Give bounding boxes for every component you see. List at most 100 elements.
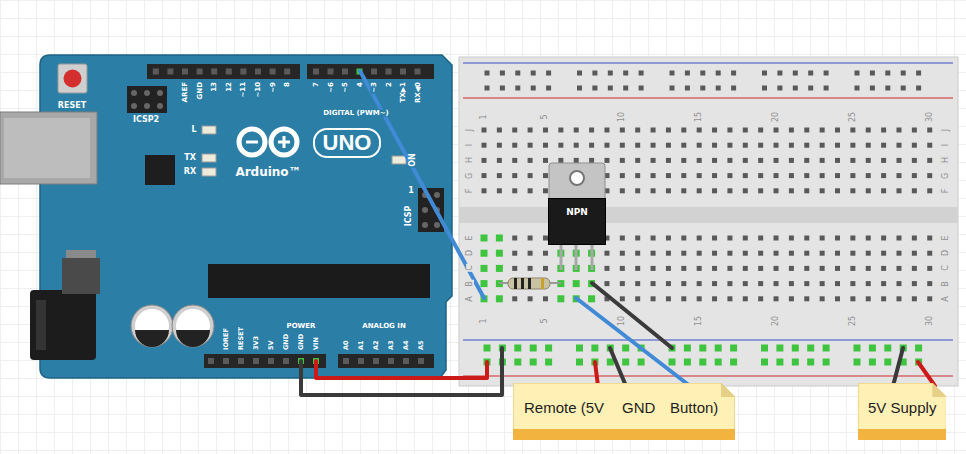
- breadboard-hole: [496, 295, 503, 302]
- breadboard-hole: [743, 188, 748, 193]
- breadboard-hole: [635, 173, 640, 178]
- breadboard-hole: [592, 86, 597, 91]
- breadboard-hole: [835, 158, 840, 163]
- breadboard-hole: [792, 345, 799, 352]
- pin-header: [226, 69, 232, 75]
- breadboard-hole: [574, 128, 579, 133]
- breadboard-hole: [666, 266, 671, 271]
- pin-header: [147, 64, 300, 79]
- breadboard-hole: [543, 188, 548, 193]
- breadboard-hole: [850, 188, 855, 193]
- wire: [592, 283, 672, 348]
- breadboard-hole: [866, 281, 871, 286]
- breadboard-hole: [881, 266, 886, 271]
- breadboard-hole: [850, 128, 855, 133]
- board-label: RESET: [57, 102, 87, 110]
- breadboard-hole: [789, 281, 794, 286]
- pin-header: [373, 358, 379, 364]
- breadboard-hole: [927, 296, 932, 301]
- breadboard-hole: [824, 71, 829, 76]
- transistor-leg: [575, 243, 578, 270]
- breadboard-hole: [543, 296, 548, 301]
- breadboard-hole: [743, 281, 748, 286]
- pin-header: [211, 69, 217, 75]
- resistor-symbol: [521, 278, 524, 289]
- breadboard-hole: [528, 158, 533, 163]
- breadboard-hole: [727, 173, 732, 178]
- breadboard-hole: [574, 143, 579, 148]
- breadboard-hole: [700, 71, 705, 76]
- pin-label: 2: [385, 81, 392, 88]
- breadboard-hole: [730, 345, 737, 352]
- pin-header: [371, 69, 377, 75]
- breadboard-hole: [866, 158, 871, 163]
- led-label: L: [190, 126, 197, 134]
- breadboard-hole: [715, 345, 722, 352]
- breadboard-hole: [481, 265, 488, 272]
- breadboard-hole: [497, 143, 502, 148]
- breadboard-hole: [896, 281, 901, 286]
- note-text: GND: [622, 399, 655, 417]
- breadboard-hole: [651, 143, 656, 148]
- column-number: 15: [695, 111, 703, 123]
- breadboard-hole: [927, 188, 932, 193]
- breadboard-hole: [681, 296, 686, 301]
- wire: [301, 348, 502, 395]
- breadboard-hole: [743, 266, 748, 271]
- breadboard-hole: [792, 359, 799, 366]
- breadboard-hole: [789, 236, 794, 241]
- column-number: 1: [480, 317, 488, 324]
- reset-button: [58, 64, 87, 93]
- transistor-leg: [591, 243, 594, 270]
- note-paper: [513, 383, 735, 440]
- dc-jack: [36, 300, 46, 350]
- breadboard-hole: [543, 173, 548, 178]
- breadboard-hole: [482, 158, 487, 163]
- row-letter: C: [466, 265, 474, 273]
- breadboard-hole: [866, 128, 871, 133]
- led-label: ON: [409, 152, 417, 168]
- icsp-header: [418, 188, 444, 232]
- breadboard-hole: [481, 71, 933, 366]
- breadboard-hole: [727, 128, 732, 133]
- breadboard-hole: [620, 281, 625, 286]
- icsp-header: [422, 222, 428, 228]
- breadboard-hole: [774, 188, 779, 193]
- pin-label: 13: [211, 81, 218, 93]
- breadboard-hole: [855, 71, 860, 76]
- wire: [301, 71, 935, 395]
- breadboard-hole: [635, 296, 640, 301]
- breadboard-hole: [557, 295, 564, 302]
- breadboard-hole: [758, 266, 763, 271]
- breadboard-hole: [697, 266, 702, 271]
- breadboard-hole: [589, 158, 594, 163]
- pin-header: [328, 69, 334, 75]
- usb-chip: [145, 155, 175, 185]
- microcontroller-chip: [208, 264, 430, 298]
- breadboard-hole: [820, 281, 825, 286]
- resistor-symbol: [541, 278, 544, 289]
- breadboard-hole: [804, 128, 809, 133]
- pin-label: RESET: [238, 326, 245, 351]
- breadboard-hole: [712, 236, 717, 241]
- note-text: Remote (5V: [524, 399, 604, 417]
- breadboard-hole: [496, 235, 503, 242]
- breadboard-hole: [866, 266, 871, 271]
- breadboard-hole: [884, 345, 891, 352]
- breadboard-hole: [789, 266, 794, 271]
- canvas-grid: [0, 432, 966, 433]
- pin-header: [204, 354, 434, 368]
- breadboard-hole: [574, 158, 579, 163]
- breadboard-hole: [881, 281, 886, 286]
- breadboard-hole: [482, 128, 487, 133]
- breadboard-hole: [820, 251, 825, 256]
- breadboard-hole: [912, 281, 917, 286]
- breadboard-hole: [835, 251, 840, 256]
- breadboard-hole: [604, 158, 609, 163]
- breadboard-hole: [681, 188, 686, 193]
- pin-label: 3V3: [253, 335, 260, 351]
- canvas-grid: [0, 450, 966, 451]
- canvas-grid: [0, 0, 1, 454]
- pin-header: [415, 69, 421, 75]
- voltage-regulator: [66, 250, 96, 258]
